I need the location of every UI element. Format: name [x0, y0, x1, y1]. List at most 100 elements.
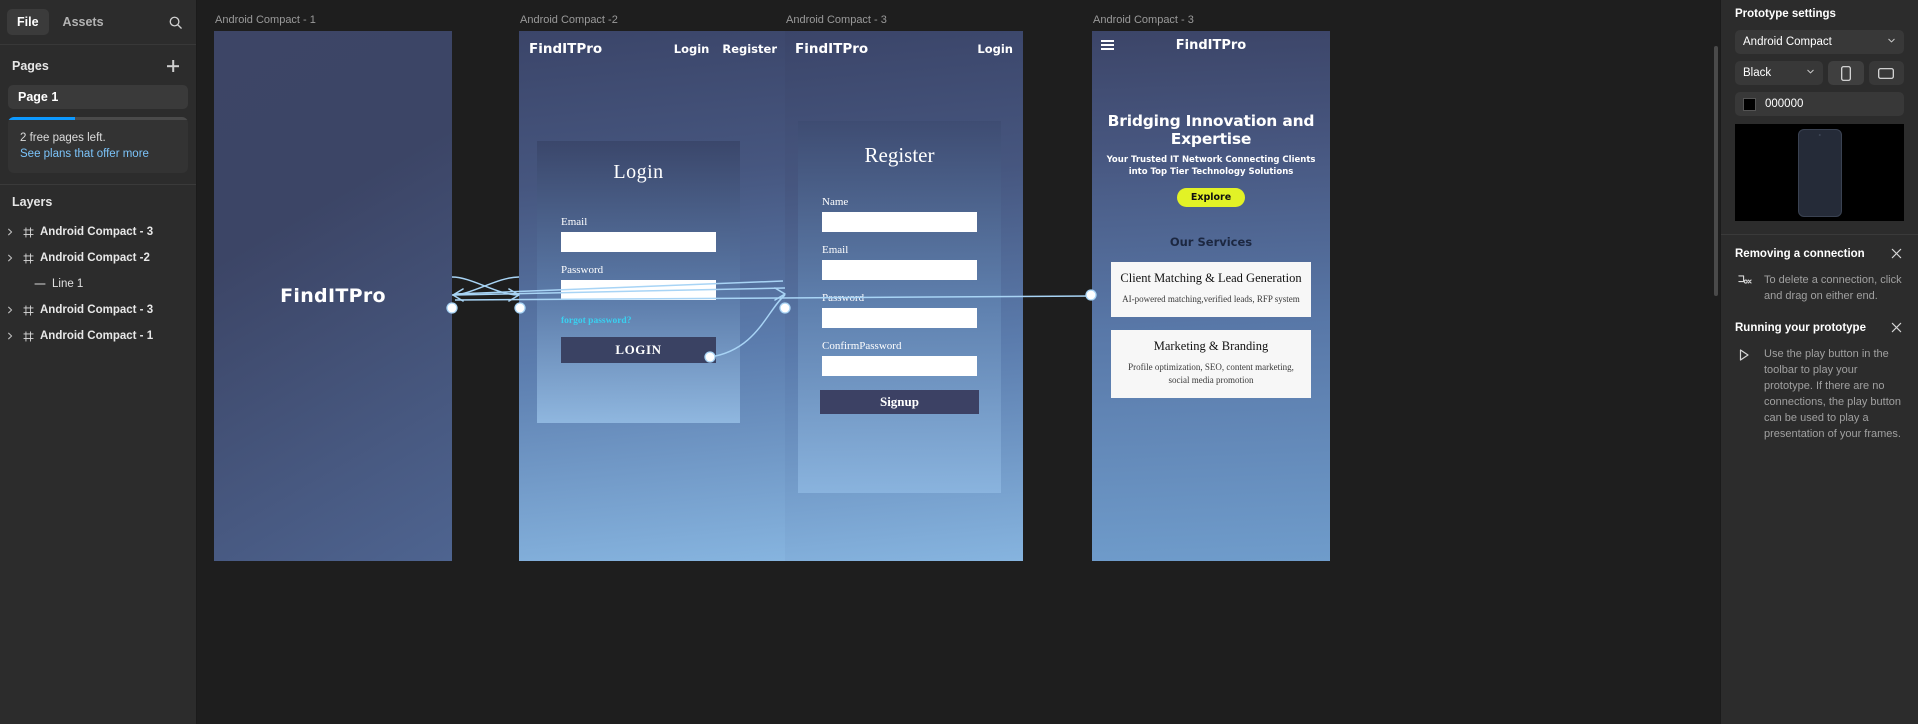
login-button[interactable]: LOGIN — [561, 337, 716, 363]
close-icon[interactable] — [1890, 321, 1904, 335]
hero-subtitle: Your Trusted IT Network Connecting Clien… — [1106, 155, 1316, 177]
right-panel: Prototype settings Android Compact Black — [1720, 0, 1918, 724]
design-canvas[interactable]: Android Compact - 1 FindITPro Android Co… — [197, 0, 1720, 724]
service-title: Client Matching & Lead Generation — [1120, 271, 1302, 285]
line-icon — [33, 279, 47, 289]
frame-android-compact-2[interactable]: Android Compact -2 FindITPro Login Regis… — [519, 14, 787, 561]
hamburger-icon[interactable] — [1101, 40, 1114, 50]
brand-logo: FindITPro — [1175, 37, 1247, 53]
device-select[interactable]: Android Compact — [1735, 30, 1904, 54]
tab-assets[interactable]: Assets — [62, 15, 104, 29]
layer-item-line-1[interactable]: Line 1 — [0, 271, 196, 297]
register-card: Register Name Email Password — [798, 121, 1001, 493]
layer-item-android-compact-1[interactable]: Android Compact - 1 — [0, 323, 196, 349]
confirm-password-input[interactable] — [822, 356, 977, 376]
chevron-down-icon — [1806, 67, 1815, 79]
frame-label[interactable]: Android Compact - 3 — [786, 14, 887, 26]
frame-android-compact-3-register[interactable]: Android Compact - 3 FindITPro Login Regi… — [785, 14, 1023, 561]
layer-label: Android Compact -2 — [40, 252, 150, 264]
plus-icon[interactable] — [164, 57, 182, 75]
theme-select[interactable]: Black — [1735, 61, 1823, 85]
name-input[interactable] — [822, 212, 977, 232]
tip-heading: Running your prototype — [1735, 322, 1866, 334]
device-select-value: Android Compact — [1743, 36, 1832, 48]
free-pages-promo: 2 free pages left. See plans that offer … — [8, 117, 188, 173]
canvas-scrollbar[interactable] — [1714, 46, 1718, 296]
login-screen[interactable]: FindITPro Login Register Login Email — [519, 31, 787, 561]
tab-file[interactable]: File — [7, 9, 49, 35]
register-screen[interactable]: FindITPro Login Register Name Email — [785, 31, 1023, 561]
service-card[interactable]: Client Matching & Lead Generation AI-pow… — [1111, 262, 1311, 317]
register-title: Register — [864, 143, 935, 167]
sidebar-tabbar: File Assets — [0, 0, 196, 45]
promo-see-plans-link[interactable]: See plans that offer more — [20, 148, 149, 160]
prototype-settings-title: Prototype settings — [1735, 8, 1836, 20]
color-swatch[interactable] — [1743, 97, 1756, 111]
frame-label[interactable]: Android Compact -2 — [520, 14, 618, 26]
password-input[interactable] — [561, 280, 716, 300]
frame-icon — [21, 305, 35, 316]
login-title: Login — [613, 161, 664, 183]
services-heading: Our Services — [1169, 235, 1253, 249]
promo-progress-track — [8, 117, 188, 120]
email-label: Email — [822, 244, 849, 256]
layers-section-header: Layers — [0, 185, 196, 219]
frame-icon — [21, 253, 35, 264]
password-input[interactable] — [822, 308, 977, 328]
layer-item-android-compact-2[interactable]: Android Compact -2 — [0, 245, 196, 271]
nav-register-link[interactable]: Register — [722, 42, 777, 56]
background-hex-value[interactable]: 000000 — [1765, 98, 1804, 110]
frame-label[interactable]: Android Compact - 3 — [1093, 14, 1194, 26]
theme-select-value: Black — [1743, 67, 1772, 79]
nav-login-link[interactable]: Login — [977, 42, 1013, 56]
login-navbar: FindITPro Login Register — [519, 31, 787, 67]
register-navbar: FindITPro Login — [785, 31, 1023, 67]
layers-title: Layers — [12, 195, 53, 209]
register-password-field-group: Password — [798, 292, 1001, 328]
tip-removing-connection: Removing a connection To delete a connec… — [1721, 235, 1918, 304]
tip-heading: Removing a connection — [1735, 248, 1865, 260]
tip-text: Use the play button in the toolbar to pl… — [1764, 348, 1901, 440]
page-list-item[interactable]: Page 1 — [8, 85, 188, 109]
layer-item-android-compact-3-a[interactable]: Android Compact - 3 — [0, 219, 196, 245]
play-icon — [1735, 346, 1753, 442]
landing-navbar: FindITPro — [1092, 31, 1330, 59]
explore-button[interactable]: Explore — [1176, 188, 1246, 207]
orientation-portrait-button[interactable] — [1828, 61, 1864, 85]
close-icon[interactable] — [1890, 247, 1904, 261]
forgot-password-link[interactable]: forgot password? — [561, 316, 632, 326]
frame-label[interactable]: Android Compact - 1 — [215, 14, 316, 26]
promo-pages-left: 2 free pages left. — [20, 132, 106, 144]
background-color-row[interactable]: 000000 — [1735, 92, 1904, 116]
nav-login-link[interactable]: Login — [673, 42, 710, 56]
layer-label: Android Compact - 1 — [40, 330, 154, 342]
caret-spacer — [4, 278, 16, 290]
frame-android-compact-1[interactable]: Android Compact - 1 FindITPro — [214, 14, 452, 561]
brand-logo: FindITPro — [795, 41, 869, 57]
layer-label: Android Compact - 3 — [40, 226, 154, 238]
layer-label: Line 1 — [52, 278, 84, 290]
splash-screen[interactable]: FindITPro — [214, 31, 452, 561]
layer-item-android-compact-3-b[interactable]: Android Compact - 3 — [0, 297, 196, 323]
chevron-right-icon[interactable] — [4, 330, 16, 342]
service-body: AI-powered matching,verified leads, RFP … — [1122, 294, 1300, 304]
chevron-right-icon[interactable] — [4, 226, 16, 238]
signup-button[interactable]: Signup — [820, 390, 979, 414]
hero-title: Bridging Innovation and Expertise — [1107, 112, 1315, 148]
pages-title: Pages — [12, 59, 49, 73]
email-input[interactable] — [561, 232, 716, 252]
email-input[interactable] — [822, 260, 977, 280]
frame-android-compact-3-landing[interactable]: Android Compact - 3 FindITPro Bridging I… — [1092, 14, 1330, 561]
search-icon[interactable] — [164, 11, 186, 33]
orientation-landscape-button[interactable] — [1868, 61, 1904, 85]
chevron-right-icon[interactable] — [4, 304, 16, 316]
landing-screen[interactable]: FindITPro Bridging Innovation and Expert… — [1092, 31, 1330, 561]
email-label: Email — [561, 216, 588, 228]
register-name-field-group: Name — [798, 196, 1001, 232]
confirm-password-label: ConfirmPassword — [822, 340, 902, 352]
chevron-right-icon[interactable] — [4, 252, 16, 264]
chevron-down-icon — [1887, 36, 1896, 48]
frame-icon — [21, 227, 35, 238]
service-card[interactable]: Marketing & Branding Profile optimizatio… — [1111, 330, 1311, 398]
